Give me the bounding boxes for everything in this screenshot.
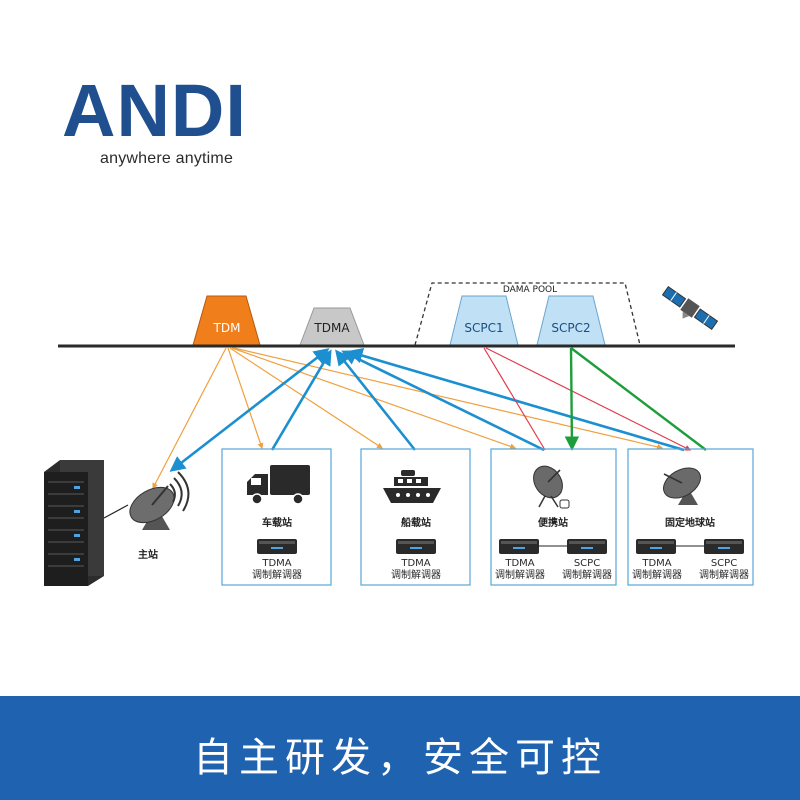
portable-station-label: 便携站 — [538, 516, 568, 529]
scpc-red-links — [483, 347, 692, 451]
dama-pool-outline — [414, 282, 641, 346]
footer-banner — [0, 696, 800, 800]
modem-type: SCPC — [574, 558, 600, 569]
modem-label: 调制解调器 — [699, 568, 749, 581]
logo-tagline: anywhere anytime — [100, 150, 234, 167]
ship-station-box — [360, 448, 471, 586]
scpc2-link-fixed — [570, 347, 707, 451]
vehicle-station-box — [221, 448, 332, 586]
satellite-icon — [661, 286, 719, 330]
portable-antenna-icon — [533, 465, 570, 509]
hub-cable — [103, 504, 129, 519]
server-rack-icon — [44, 460, 104, 586]
modem-device — [396, 539, 436, 554]
network-diagram: DAMA POOL TDM TDMA SCPC1 SCPC2 — [44, 282, 754, 586]
tdma-link-hub — [169, 348, 330, 472]
fixed-station-box — [627, 448, 754, 586]
carrier-scpc1: SCPC1 — [449, 295, 519, 346]
modem-device — [567, 539, 607, 554]
hub-antenna-icon — [129, 471, 190, 530]
modem-type: SCPC — [711, 558, 737, 569]
modem-label: 调制解调器 — [495, 568, 545, 581]
tdma-link-vehicle — [270, 349, 332, 451]
scpc2-link-portable — [564, 347, 580, 451]
hub-label: 主站 — [138, 548, 158, 561]
carrier-tdma: TDMA — [299, 307, 365, 346]
fixed-station-label: 固定地球站 — [665, 516, 715, 529]
modem-device — [636, 539, 676, 554]
tdm-link-vehicle — [227, 347, 264, 450]
tdm-link-hub — [152, 347, 227, 490]
ship-station-label: 船载站 — [401, 516, 431, 529]
carrier-tdm-label: TDM — [213, 321, 241, 335]
truck-icon — [247, 465, 310, 505]
carrier-scpc2-label: SCPC2 — [551, 321, 590, 335]
scpc1-link-fixed — [485, 347, 692, 451]
modem-device — [499, 539, 539, 554]
vehicle-station-label: 车载站 — [262, 516, 292, 529]
dama-pool-label: DAMA POOL — [503, 285, 557, 295]
modem-device — [704, 539, 744, 554]
ship-icon — [383, 470, 441, 503]
modem-type: TDMA — [641, 558, 671, 569]
modem-type: TDMA — [400, 558, 430, 569]
fixed-antenna-icon — [663, 467, 701, 505]
modem-device — [257, 539, 297, 554]
tdma-link-portable — [341, 350, 545, 452]
modem-label: 调制解调器 — [252, 568, 302, 581]
footer-slogan: 自主研发，安全可控 — [193, 735, 607, 781]
modem-label: 调制解调器 — [562, 568, 612, 581]
tdma-link-ship — [335, 349, 417, 451]
tdm-link-ship — [229, 347, 384, 449]
modem-label: 调制解调器 — [632, 568, 682, 581]
modem-label: 调制解调器 — [391, 568, 441, 581]
carrier-scpc2: SCPC2 — [536, 295, 606, 346]
modem-type: TDMA — [504, 558, 534, 569]
portable-station-box — [490, 448, 617, 586]
andi-logo: ANDI — [62, 69, 247, 152]
scpc-green-links — [564, 347, 707, 451]
carrier-tdm: TDM — [192, 295, 261, 346]
modem-type: TDMA — [261, 558, 291, 569]
tdma-link-fixed — [347, 348, 685, 452]
tdma-links — [169, 348, 685, 472]
tdm-link-fixed — [233, 347, 664, 450]
scpc1-link-portable — [483, 347, 546, 451]
carrier-scpc1-label: SCPC1 — [464, 321, 503, 335]
carrier-tdma-label: TDMA — [313, 321, 350, 335]
